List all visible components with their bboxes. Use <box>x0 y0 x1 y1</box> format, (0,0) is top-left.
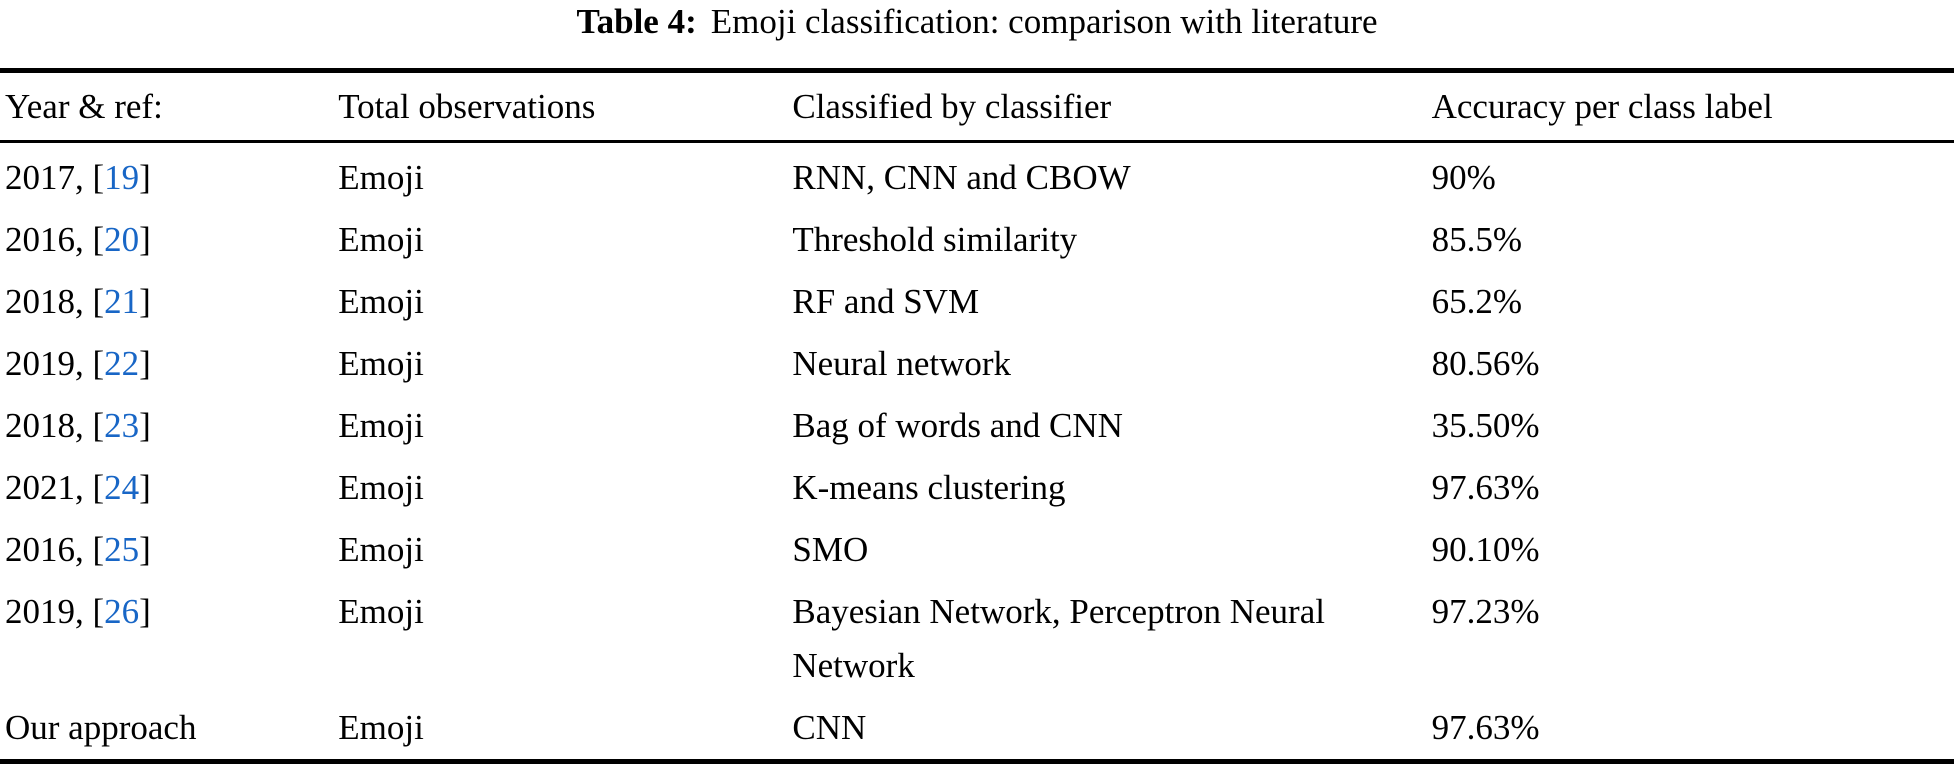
year-ref-cell: 2018, [23] <box>5 406 151 445</box>
observations-cell: Emoji <box>338 530 424 569</box>
classifier-cell: Bag of words and CNN <box>792 406 1123 445</box>
classifier-cell: SMO <box>792 530 869 569</box>
citation-link[interactable]: 24 <box>104 468 140 507</box>
table-row: 2018, [23] Emoji Bag of words and CNN 35.50… <box>0 395 1954 457</box>
year-ref-cell: 2021, [24] <box>5 468 151 507</box>
observations-cell: Emoji <box>338 282 424 321</box>
citation-link[interactable]: 23 <box>104 406 140 445</box>
year-ref-cell: 2017, [19] <box>5 158 151 197</box>
accuracy-cell: 80.56% <box>1431 344 1540 383</box>
accuracy-cell: 35.50% <box>1431 406 1540 445</box>
classifier-cell: RF and SVM <box>792 282 980 321</box>
comparison-table: Year & ref: Total observations Classifie… <box>0 68 1954 764</box>
accuracy-cell: 85.5% <box>1431 220 1523 259</box>
accuracy-cell: 90% <box>1431 158 1496 197</box>
accuracy-cell: 97.23% <box>1431 592 1540 631</box>
year-ref-cell: 2019, [26] <box>5 592 151 631</box>
table-caption-label: Table 4: <box>576 2 697 41</box>
column-header-total-observations: Total observations <box>338 70 793 143</box>
table-row: 2016, [20] Emoji Threshold similarity 85.5% <box>0 209 1954 271</box>
column-header-accuracy-per-class-label: Accuracy per class label <box>1431 70 1954 143</box>
table-caption: Table 4: Emoji classification: comparison… <box>0 0 1954 42</box>
citation-link[interactable]: 26 <box>104 592 140 631</box>
accuracy-cell: 97.63% <box>1431 468 1540 507</box>
citation-link[interactable]: 20 <box>104 220 140 259</box>
citation-link[interactable]: 19 <box>104 158 140 197</box>
classifier-cell: Neural network <box>792 344 1012 383</box>
year-ref-cell: 2016, [20] <box>5 220 151 259</box>
observations-cell: Emoji <box>338 468 424 507</box>
year-ref-cell: Our approach <box>5 708 197 747</box>
classifier-cell: Bayesian Network, Perceptron Neural Netw… <box>792 592 1325 685</box>
table-row: 2019, [22] Emoji Neural network 80.56% <box>0 333 1954 395</box>
observations-cell: Emoji <box>338 406 424 445</box>
table-header-row: Year & ref: Total observations Classifie… <box>0 70 1954 143</box>
accuracy-cell: 90.10% <box>1431 530 1540 569</box>
table-row: 2016, [25] Emoji SMO 90.10% <box>0 519 1954 581</box>
year-ref-cell: 2016, [25] <box>5 530 151 569</box>
citation-link[interactable]: 21 <box>104 282 140 321</box>
table-body: 2017, [19] Emoji RNN, CNN and CBOW 90% 2016,… <box>0 142 1954 762</box>
table-row: 2021, [24] Emoji K-means clustering 97.63% <box>0 457 1954 519</box>
year-ref-cell: 2019, [22] <box>5 344 151 383</box>
citation-link[interactable]: 22 <box>104 344 140 383</box>
table-row: 2017, [19] Emoji RNN, CNN and CBOW 90% <box>0 142 1954 210</box>
table-row: 2018, [21] Emoji RF and SVM 65.2% <box>0 271 1954 333</box>
classifier-cell: K-means clustering <box>792 468 1066 507</box>
classifier-cell: Threshold similarity <box>792 220 1078 259</box>
table-row: 2019, [26] Emoji Bayesian Network, Percept… <box>0 581 1954 697</box>
table-caption-text: Emoji classification: comparison with li… <box>710 2 1378 41</box>
column-header-year-ref: Year & ref: <box>0 70 339 143</box>
accuracy-cell: 97.63% <box>1431 708 1540 747</box>
table-row: Our approach Emoji CNN 97.63% <box>0 697 1954 762</box>
observations-cell: Emoji <box>338 220 424 259</box>
observations-cell: Emoji <box>338 592 424 631</box>
classifier-cell: RNN, CNN and CBOW <box>792 158 1131 197</box>
citation-link[interactable]: 25 <box>104 530 140 569</box>
observations-cell: Emoji <box>338 708 424 747</box>
observations-cell: Emoji <box>338 158 424 197</box>
column-header-classified-by-classifier: Classified by classifier <box>792 70 1432 143</box>
observations-cell: Emoji <box>338 344 424 383</box>
year-ref-cell: 2018, [21] <box>5 282 151 321</box>
classifier-cell: CNN <box>792 708 867 747</box>
accuracy-cell: 65.2% <box>1431 282 1523 321</box>
